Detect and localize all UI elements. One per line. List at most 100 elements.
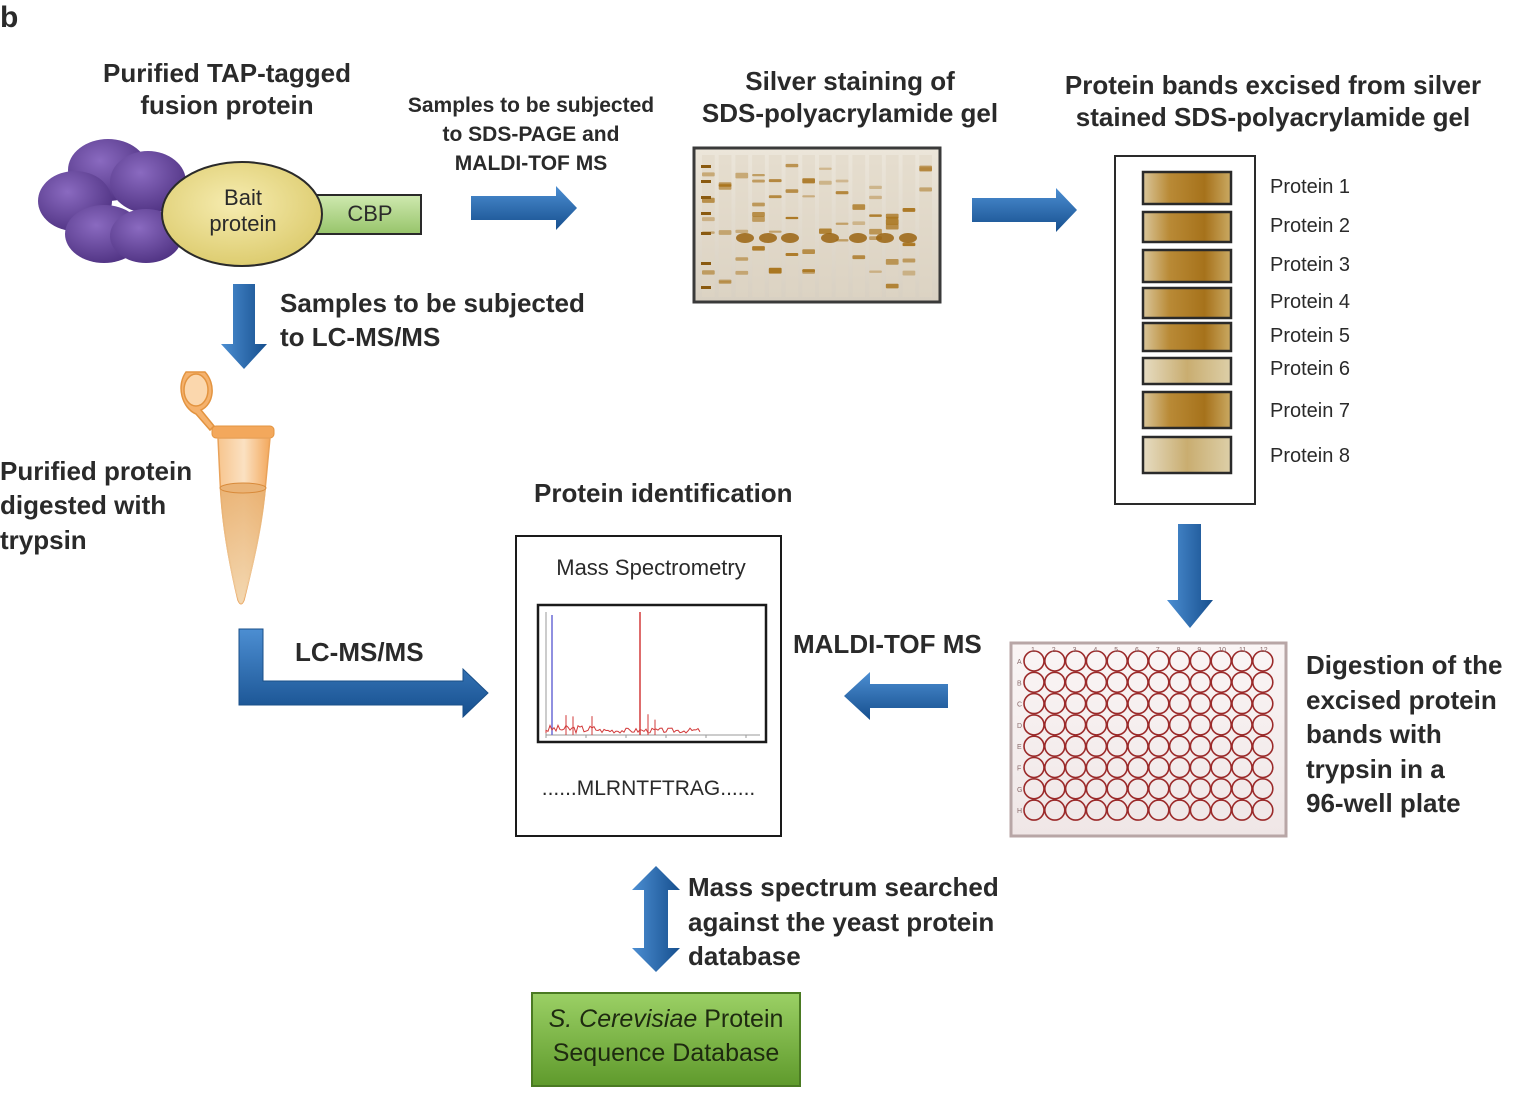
mass-spectrum-plot (536, 603, 768, 744)
plate-well (1168, 692, 1191, 715)
gel-band (785, 189, 799, 193)
arrow-to-silver-gel (471, 186, 577, 230)
gel-band (768, 179, 782, 183)
silver-gel-title-line2: SDS-polyacrylamide gel (701, 97, 999, 128)
arrow-database-search (632, 866, 680, 972)
silver-stained-gel (692, 146, 942, 304)
gel-band (919, 187, 932, 192)
gel-lane (718, 155, 732, 297)
gel-band (752, 212, 765, 218)
gel-band (735, 229, 749, 234)
gel-band (735, 270, 749, 275)
gel-band (902, 258, 916, 263)
excised-band-slice (1141, 435, 1233, 475)
plate-col-label: 9 (1197, 647, 1201, 654)
lc-label-line2: to LC-MS/MS (280, 321, 441, 352)
plate-well (1231, 714, 1253, 736)
gel-band (819, 180, 832, 185)
gel-ladder-band (701, 212, 711, 215)
plate-well (1168, 756, 1191, 779)
gel-band (702, 270, 715, 275)
silver-gel-title: Silver staining of SDS-polyacrylamide ge… (680, 66, 1020, 129)
gel-band-strong (876, 233, 894, 243)
plate-label-line4: trypsin in a (1306, 753, 1445, 784)
lc-ms-label: LC-MS/MS (295, 637, 424, 667)
gel-band (752, 174, 765, 177)
plate-well (1252, 799, 1274, 821)
plate-well (1106, 692, 1128, 715)
gel-band (802, 249, 815, 255)
plate-well (1064, 799, 1087, 821)
cbp-label: CBP (347, 201, 393, 226)
plate-well (1127, 777, 1149, 800)
gel-band (902, 243, 916, 246)
gel-band (852, 204, 866, 210)
plate-col-label: 8 (1177, 647, 1181, 654)
gel-lane (768, 155, 782, 297)
plate-well (1210, 735, 1232, 758)
plate-well (1106, 671, 1128, 694)
plate-well (1231, 735, 1253, 758)
database-label-protein: Protein (697, 1005, 784, 1033)
silver-gel-title-line1: Silver staining of (745, 66, 955, 96)
digest-line3: trypsin (0, 524, 87, 555)
plate-well (1210, 692, 1232, 715)
gel-lane (735, 155, 749, 297)
plate-well (1064, 735, 1087, 758)
plate-row-label: C (1017, 702, 1022, 709)
plate-well (1106, 714, 1128, 736)
gel-lane (702, 155, 715, 297)
gel-band (869, 195, 882, 200)
plate-well (1168, 650, 1191, 672)
gel-band (885, 223, 899, 230)
search-line3: database (688, 941, 801, 972)
plate-well (1064, 650, 1087, 672)
gel-band (752, 179, 765, 183)
plate-label-line5: 96-well plate (1306, 788, 1461, 819)
gel-band (735, 257, 749, 261)
plate-well (1252, 650, 1274, 672)
excised-band-slice (1141, 210, 1233, 244)
gel-band (768, 195, 782, 199)
bait-label-line1: Bait (224, 185, 262, 210)
plate-well (1231, 799, 1253, 821)
plate-well (1064, 714, 1087, 736)
plate-well (1023, 714, 1045, 736)
gel-lane (835, 155, 849, 297)
database-search-label: Mass spectrum searched against the yeast… (688, 870, 999, 974)
panel-label: b (0, 1, 19, 34)
plate-well (1210, 799, 1232, 821)
lc-ms-arrow-label: Samples to be subjected to LC-MS/MS (280, 287, 585, 355)
plate-well (1252, 756, 1274, 779)
database-label-line2: Sequence Database (552, 1039, 780, 1067)
gel-band (819, 228, 832, 234)
gel-band (869, 270, 882, 273)
gel-band (835, 222, 849, 225)
gel-lane (752, 155, 765, 297)
sds-label-line1: Samples to be subjected (407, 94, 655, 117)
plate-well (1127, 756, 1149, 779)
plate-col-label: 5 (1114, 647, 1118, 654)
excised-band-label: Protein 3 (1270, 254, 1351, 276)
plate-well (1252, 777, 1274, 800)
excised-band-label: Protein 6 (1270, 358, 1351, 380)
cbp-tag-shape (305, 194, 422, 235)
fusion-title-line1: Purified TAP-tagged (103, 58, 351, 88)
arrow-maldi-to-identification (844, 672, 948, 720)
plate-well (1023, 692, 1045, 715)
bait-protein-shape (161, 161, 323, 267)
digestion-label: Purified protein digested with trypsin (0, 454, 192, 557)
plate-well (1210, 714, 1232, 736)
plate-row-label: F (1017, 766, 1021, 773)
plate-col-label: 12 (1260, 647, 1268, 654)
fusion-title-line2: fusion protein (140, 89, 314, 120)
plate-well (1106, 777, 1128, 800)
excised-bands-panel (1114, 155, 1256, 505)
plate-col-label: 7 (1156, 647, 1160, 654)
plate-well (1231, 777, 1253, 800)
arrow-lc-ms-to-identification (238, 628, 489, 719)
gel-band (718, 183, 732, 190)
gel-band (702, 217, 715, 222)
plate-well (1231, 692, 1253, 715)
gel-band (768, 230, 782, 233)
